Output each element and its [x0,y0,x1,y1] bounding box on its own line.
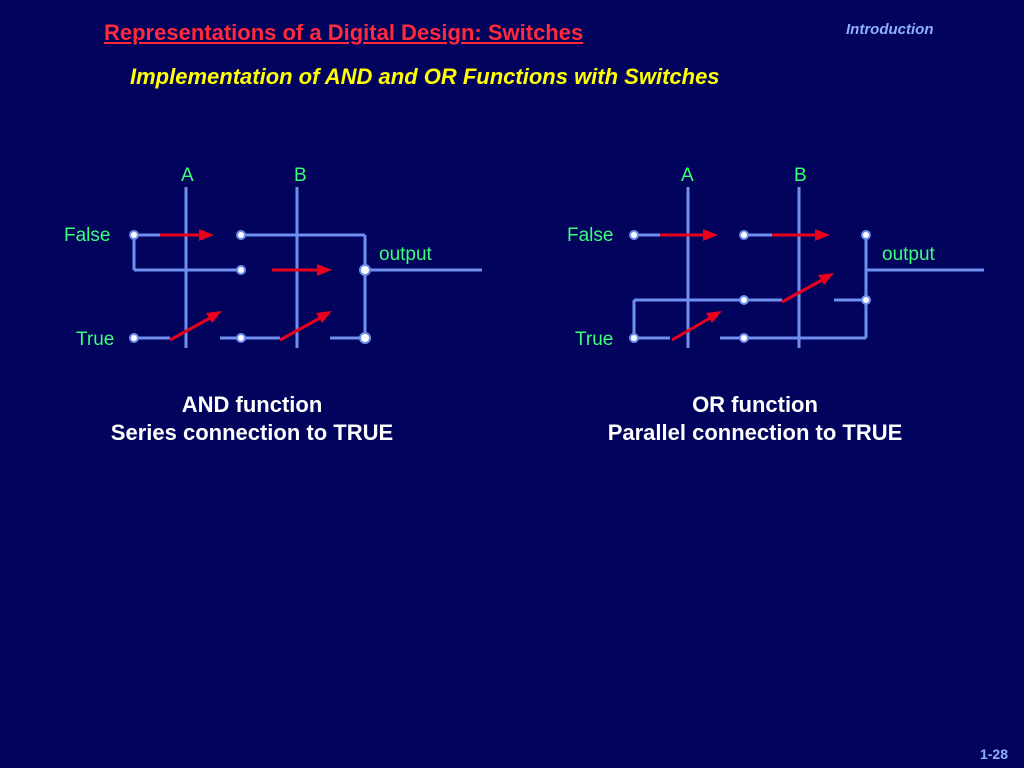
or-switch-arrows [660,229,834,342]
and-label-true: True [76,329,114,350]
and-label-output: output [379,244,433,265]
or-nodes [629,230,871,343]
slide-subtitle: Implementation of AND and OR Functions w… [130,64,720,89]
page-number: 1-28 [979,746,1008,762]
and-diagram: A B False True output [64,165,482,445]
or-label-output: output [882,244,936,265]
and-label-a: A [181,165,194,186]
or-caption-subtitle: Parallel connection to TRUE [608,420,903,445]
and-caption-subtitle: Series connection to TRUE [111,420,393,445]
or-diagram: A B False True output [567,165,984,445]
slide-title: Representations of a Digital Design: Swi… [104,20,584,45]
and-wires [132,187,482,348]
and-label-false: False [64,225,110,246]
and-label-b: B [294,165,307,186]
and-caption-title: AND function [182,392,323,417]
or-label-true: True [575,329,613,350]
and-nodes [129,230,371,344]
and-switch-arrows [160,229,332,342]
or-wires [632,187,984,348]
or-label-a: A [681,165,694,186]
or-label-b: B [794,165,807,186]
section-tag: Introduction [846,21,934,38]
or-label-false: False [567,225,613,246]
or-caption-title: OR function [692,392,818,417]
